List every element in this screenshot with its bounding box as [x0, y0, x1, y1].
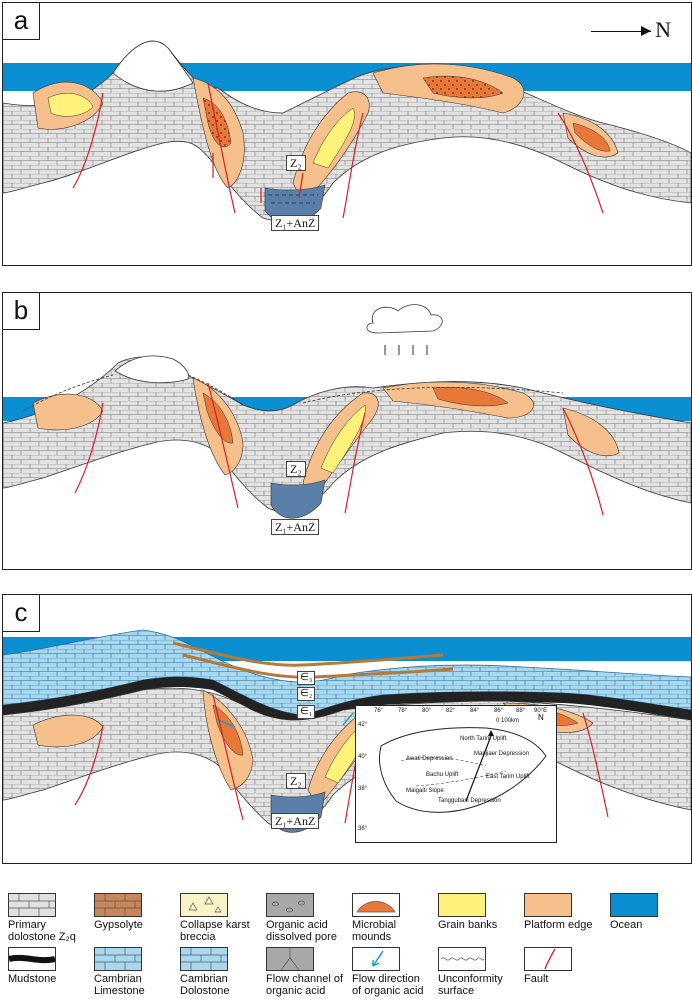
- legend-label: Mudstone: [8, 973, 57, 985]
- inset-map: N North Tarim Uplift Manjiaer Depression…: [355, 705, 557, 843]
- legend-item: Flow direction of organic acid: [352, 947, 430, 997]
- lon-tick: 88°: [516, 708, 526, 714]
- legend-label: Microbial mounds: [352, 919, 397, 943]
- legend-item: Microbial mounds: [352, 893, 430, 943]
- legend-swatch: [94, 947, 142, 971]
- z1-anz-label: Z₁+AnZ: [271, 813, 320, 829]
- z2-label: Z₂: [286, 155, 306, 171]
- lon-tick: 90°E: [534, 708, 548, 714]
- inset-label: Bachu Uplift: [426, 772, 459, 778]
- legend-swatch: [524, 947, 572, 971]
- inset-label: Awati Depression: [406, 756, 453, 762]
- legend-label: Grain banks: [438, 919, 498, 931]
- inset-label: North Tarim Uplift: [460, 736, 507, 742]
- legend-swatch: [94, 893, 142, 917]
- lon-tick: 82°: [446, 708, 456, 714]
- legend-item: Unconformity surface: [438, 947, 516, 997]
- legend-item: Cambrian Limestone: [94, 947, 172, 997]
- lat-tick: 38°: [358, 786, 368, 792]
- legend-swatch: [524, 893, 572, 917]
- lon-tick: 78°: [398, 708, 408, 714]
- z2-label: Z₂: [286, 461, 306, 477]
- legend-label: Ocean: [610, 919, 643, 931]
- legend-item: Flow channel of organic acid: [266, 947, 344, 997]
- lon-tick: 84°: [470, 708, 480, 714]
- legend-swatch: [8, 947, 56, 971]
- legend-swatch: [180, 893, 228, 917]
- legend-swatch: [610, 893, 658, 917]
- inset-label: East Tarim Uplift: [486, 774, 530, 780]
- lat-tick: 36°: [358, 826, 368, 832]
- legend-label: Cambrian Limestone: [94, 973, 145, 997]
- inset-label: Tanggubasi Depression: [438, 798, 501, 804]
- panel-b: b Z₂ Z₁+AnZ: [2, 292, 692, 570]
- legend-label: Unconformity surface: [438, 973, 503, 997]
- panel-letter: b: [3, 293, 40, 330]
- legend: Primary dolostone Z₂q Gypsolyte Collapse k…: [8, 893, 688, 999]
- legend-item: Collapse karst breccia: [180, 893, 258, 943]
- lat-tick: 40°: [358, 754, 368, 760]
- legend-swatch: [352, 893, 400, 917]
- z1-anz-label: Z₁+AnZ: [271, 519, 320, 535]
- legend-label: Flow direction of organic acid: [352, 973, 424, 997]
- legend-label: Flow channel of organic acid: [266, 973, 344, 997]
- lon-tick: 76°: [374, 708, 384, 714]
- legend-item: Mudstone: [8, 947, 86, 985]
- legend-label: Gypsolyte: [94, 919, 143, 931]
- lon-tick: 80°: [422, 708, 432, 714]
- cambrian-1-label: ∈₁: [297, 705, 316, 719]
- z1-anz-label: Z₁+AnZ: [271, 215, 320, 231]
- legend-swatch: [266, 947, 314, 971]
- inset-label: Manjiaer Depression: [474, 751, 530, 757]
- north-label: N: [655, 17, 671, 42]
- legend-item: Platform edge: [524, 893, 602, 931]
- legend-item: Organic acid dissolved pore: [266, 893, 344, 943]
- legend-label: Fault: [524, 973, 549, 985]
- legend-swatch: [438, 893, 486, 917]
- legend-label: Cambrian Dolostone: [180, 973, 230, 997]
- panel-letter: c: [3, 595, 40, 632]
- z2-label: Z₂: [286, 773, 306, 789]
- legend-item: Primary dolostone Z₂q: [8, 893, 86, 943]
- legend-swatch: [438, 947, 486, 971]
- legend-item: Gypsolyte: [94, 893, 172, 931]
- legend-swatch: [8, 893, 56, 917]
- legend-item: Ocean: [610, 893, 688, 931]
- legend-item: Grain banks: [438, 893, 516, 931]
- legend-label: Organic acid dissolved pore: [266, 919, 337, 943]
- cambrian-2-label: ∈₂: [297, 687, 316, 701]
- north-arrow-icon: N: [538, 713, 544, 722]
- legend-label: Collapse karst breccia: [180, 919, 250, 943]
- panel-c: c ∈₃ ∈₂ ∈₁ Z₂ Z₁+AnZ: [2, 594, 692, 864]
- cambrian-3-label: ∈₃: [297, 671, 316, 685]
- inset-label: Maigaiti Slope: [406, 788, 444, 794]
- legend-item: Fault: [524, 947, 602, 985]
- rain-cloud-icon: [366, 304, 443, 334]
- legend-swatch: [352, 947, 400, 971]
- legend-item: Cambrian Dolostone: [180, 947, 258, 997]
- cross-section-a: [3, 40, 691, 224]
- legend-label: Platform edge: [524, 919, 593, 931]
- legend-label: Primary dolostone Z₂q: [8, 919, 76, 943]
- lon-tick: 86°: [494, 708, 504, 714]
- scale-bar: 0 100km: [496, 718, 520, 724]
- panel-letter: a: [3, 3, 40, 40]
- cross-section-b: [3, 304, 691, 519]
- north-arrow-icon: [591, 26, 652, 37]
- north-indicator: N: [591, 17, 671, 43]
- lat-tick: 42°: [358, 722, 368, 728]
- tarim-basin-outline: N: [379, 713, 547, 813]
- legend-swatch: [180, 947, 228, 971]
- cross-section-c: [3, 629, 691, 833]
- panel-a: a N Z₂ Z₁+AnZ: [2, 2, 692, 266]
- legend-swatch: [266, 893, 314, 917]
